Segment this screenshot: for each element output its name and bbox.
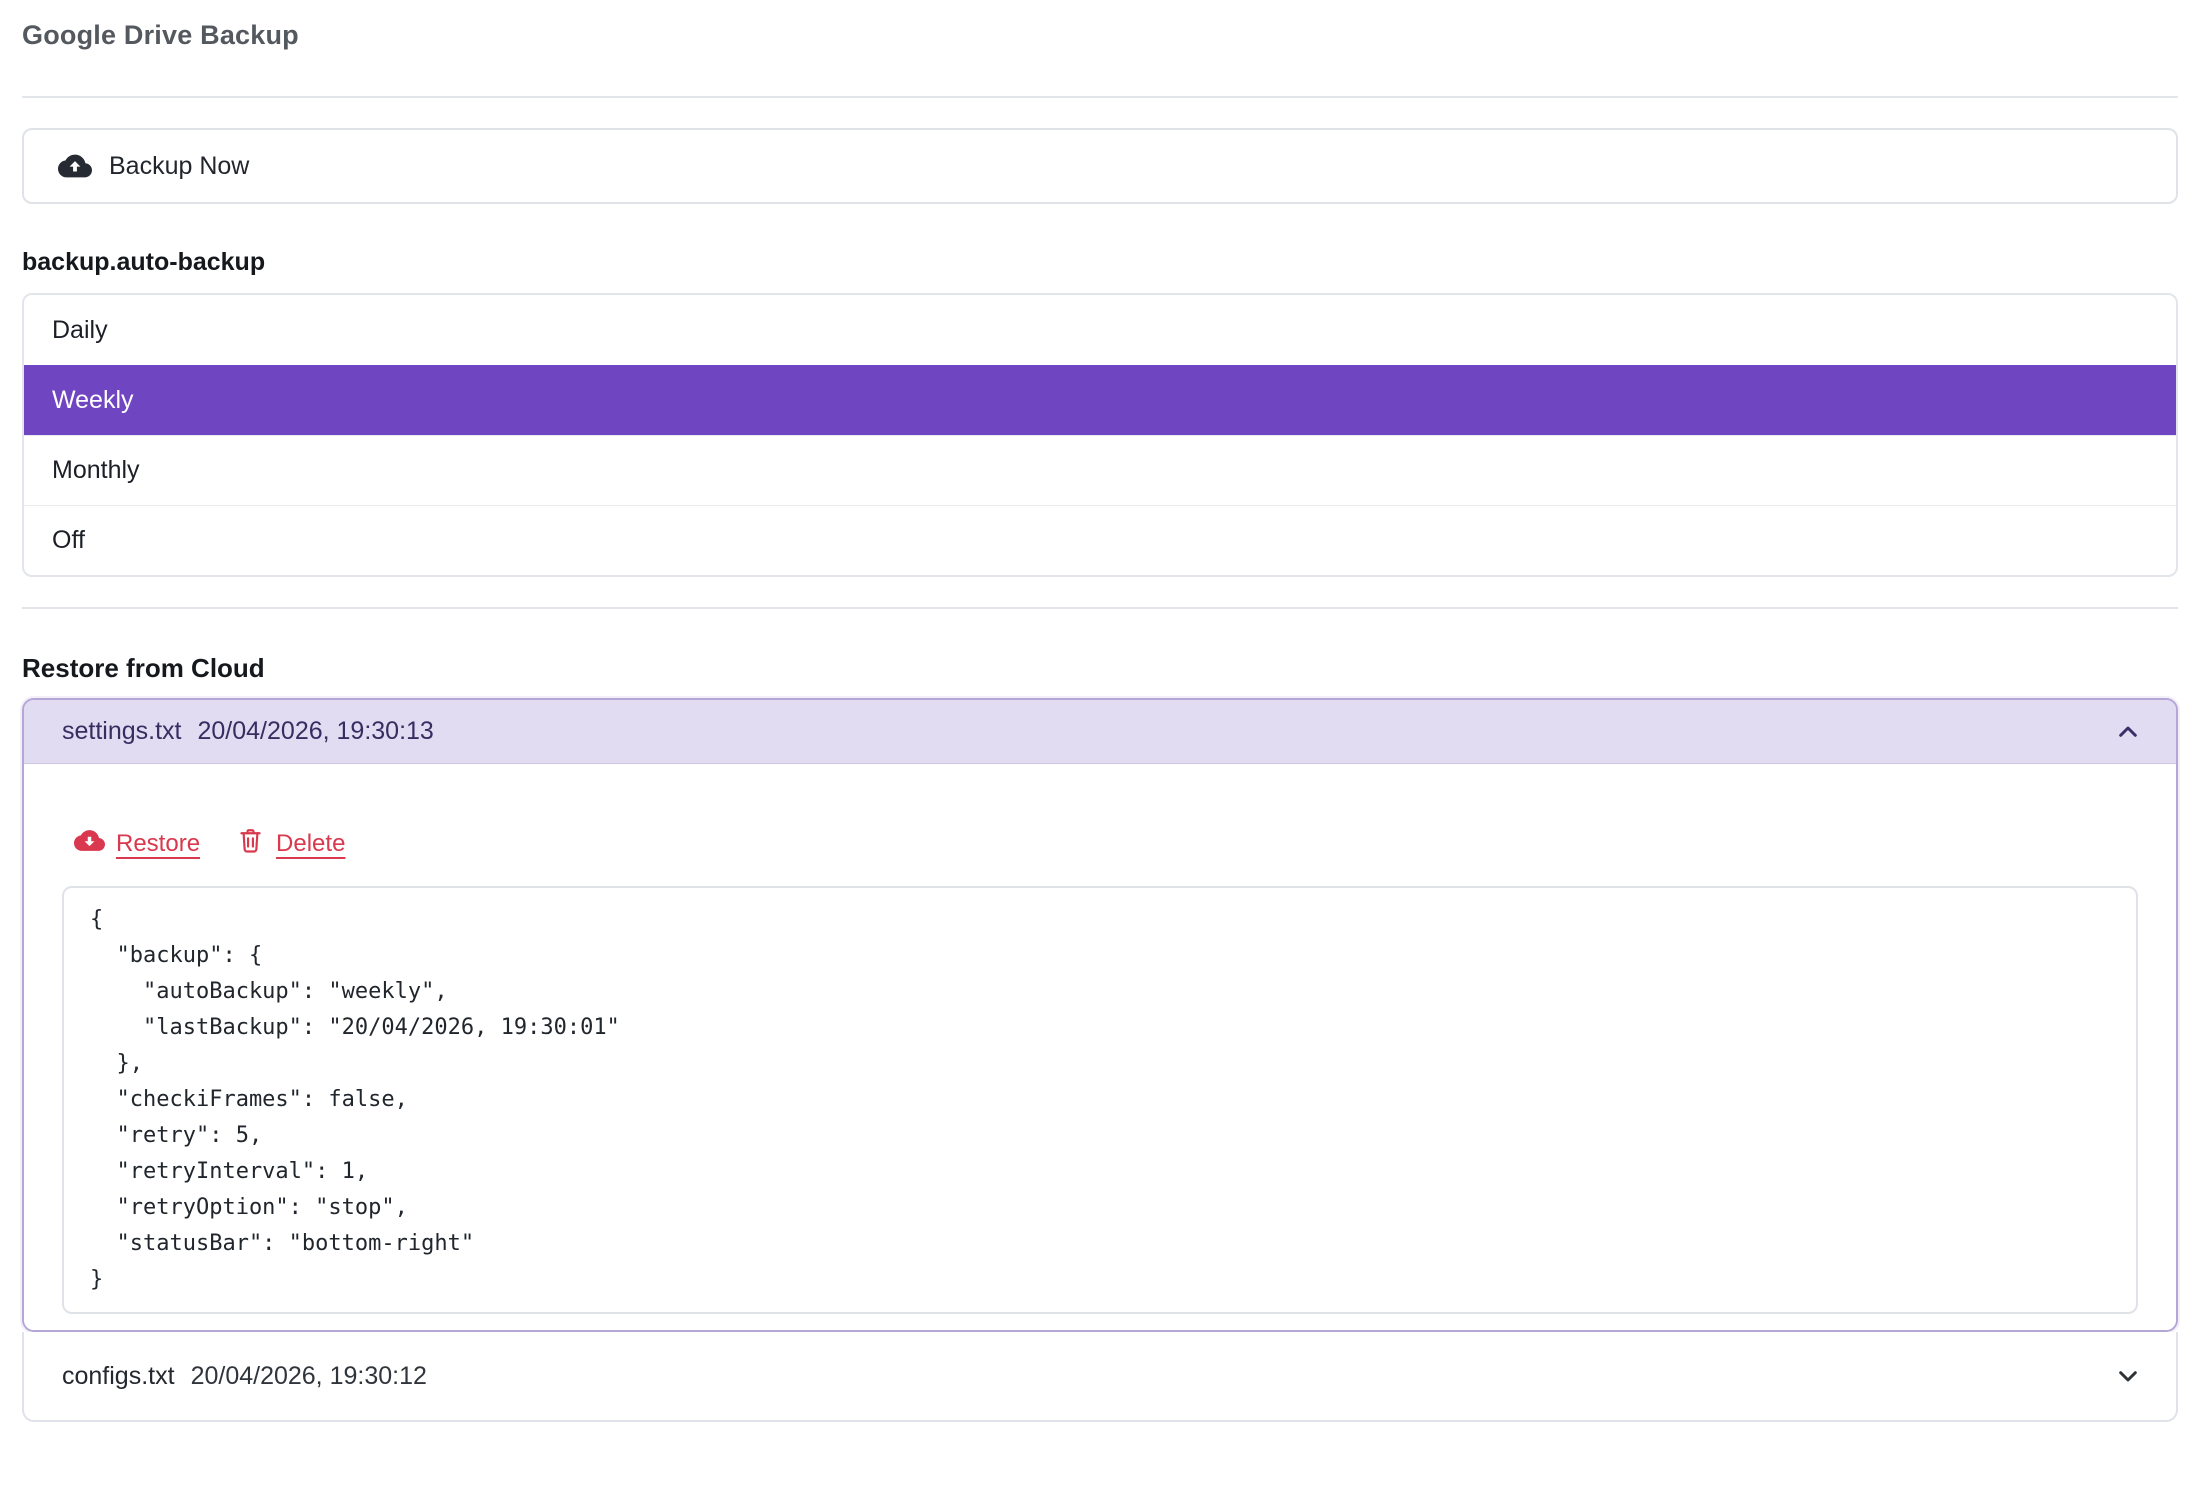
file-item-configs: configs.txt 20/04/2026, 19:30:12: [22, 1332, 2178, 1422]
option-daily[interactable]: Daily: [52, 315, 108, 344]
cloud-file-list: settings.txt 20/04/2026, 19:30:13: [22, 698, 2178, 1422]
delete-link[interactable]: Delete: [236, 825, 345, 863]
divider: [22, 96, 2178, 98]
cloud-upload-icon: [58, 149, 92, 183]
auto-backup-label: backup.auto-backup: [22, 248, 266, 276]
restore-link[interactable]: Restore: [74, 825, 200, 863]
file-timestamp: 20/04/2026, 19:30:13: [197, 717, 434, 745]
file-header-configs[interactable]: configs.txt 20/04/2026, 19:30:12: [24, 1332, 2176, 1420]
file-content: { "backup": { "autoBackup": "weekly", "l…: [90, 907, 620, 1292]
divider: [22, 607, 2178, 609]
option-weekly[interactable]: Weekly: [24, 365, 2176, 435]
restore-label: Restore: [116, 830, 201, 857]
backup-now-label: Backup Now: [109, 151, 250, 180]
chevron-down-icon[interactable]: [2112, 1360, 2144, 1392]
file-content-box: { "backup": { "autoBackup": "weekly", "l…: [62, 886, 2138, 1314]
page-title: Google Drive Backup: [22, 20, 299, 50]
auto-backup-listbox: Daily Weekly Monthly Off: [22, 293, 2178, 577]
cloud-download-icon: [74, 825, 105, 863]
restore-from-cloud-heading: Restore from Cloud: [22, 653, 265, 683]
google-drive-backup-panel: Google Drive Backup Backup Now backup.au…: [22, 20, 2178, 1422]
option-off[interactable]: Off: [24, 505, 2176, 575]
file-name: settings.txt: [62, 717, 182, 745]
backup-now-button[interactable]: Backup Now: [22, 128, 2178, 204]
file-timestamp: 20/04/2026, 19:30:12: [190, 1361, 427, 1390]
trash-icon: [236, 825, 265, 863]
chevron-up-icon[interactable]: [2112, 716, 2144, 748]
option-monthly[interactable]: Monthly: [24, 435, 2176, 505]
file-item-settings: settings.txt 20/04/2026, 19:30:13: [22, 698, 2178, 1332]
delete-label: Delete: [276, 830, 346, 857]
file-name: configs.txt: [62, 1361, 175, 1390]
file-body-settings: Restore Delete: [24, 764, 2176, 1330]
file-header-settings[interactable]: settings.txt 20/04/2026, 19:30:13: [24, 700, 2176, 764]
file-actions: Restore Delete: [74, 826, 2138, 862]
